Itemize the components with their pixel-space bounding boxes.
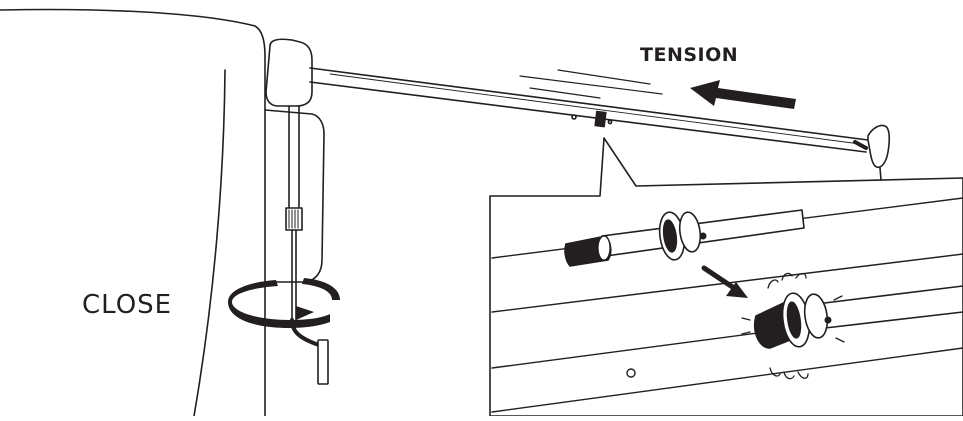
rotate-arrow-icon [228, 278, 340, 328]
rail-collar [594, 110, 607, 128]
tensioner-rod [285, 105, 303, 321]
motion-lines [519, 69, 663, 99]
lower-tube-after [754, 285, 963, 349]
left-bracket [265, 38, 313, 107]
arrow-down-right-icon [701, 265, 748, 298]
rail-hole-2 [607, 119, 613, 125]
tension-label: TENSION [640, 44, 739, 66]
upper-tube-before [564, 209, 805, 267]
tension-rail [309, 67, 869, 153]
arrow-left-icon [690, 80, 796, 109]
spark-marks-icon [741, 272, 845, 380]
callout-box [489, 137, 963, 417]
rail-hole [571, 114, 577, 120]
crank-handle [290, 318, 329, 385]
close-label: CLOSE [82, 290, 173, 320]
